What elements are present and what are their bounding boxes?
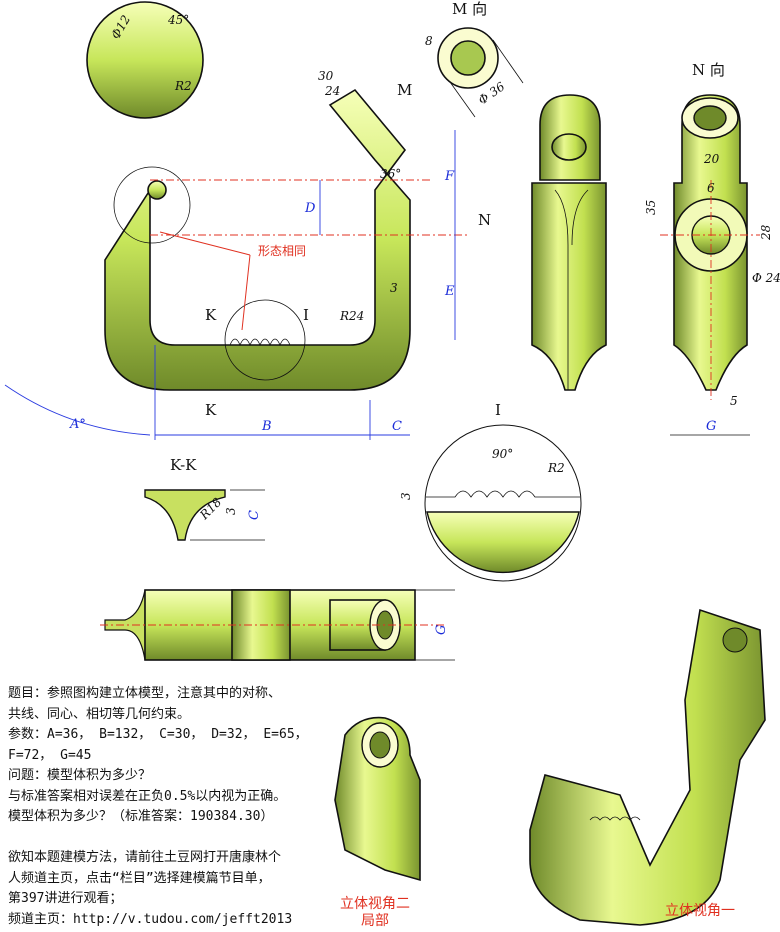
kk-section-title: K-K — [170, 456, 197, 474]
dim-24: 24 — [324, 84, 340, 98]
m-view-title: M 向 — [452, 0, 487, 18]
desc-line: 共线、同心、相切等几何约束。 — [8, 706, 191, 722]
detail-i-mark: I — [303, 306, 309, 324]
dim-3-detail: 3 — [399, 492, 413, 500]
dim-30: 30 — [318, 69, 334, 83]
desc-line: 题目：参照图构建立体模型，注意其中的对称、 — [8, 686, 282, 701]
dim-20: 20 — [703, 152, 720, 166]
dim-28: 28 — [759, 224, 773, 241]
dim-c: C — [392, 419, 402, 434]
n-arrow-label: N — [478, 211, 491, 229]
m-arrow-label: M — [397, 81, 412, 99]
dim-angle36: 36° — [380, 167, 401, 181]
dim-a: A° — [69, 417, 86, 432]
problem-description: 题目：参照图构建立体模型，注意其中的对称、 共线、同心、相切等几何约束。 参数：… — [8, 684, 338, 930]
dim-6: 6 — [707, 181, 715, 195]
3d-view-partial — [334, 716, 421, 882]
caption-view2: 立体视角二 — [340, 896, 410, 912]
dim-angle90: 90° — [492, 447, 513, 461]
dim-8: 8 — [425, 34, 433, 48]
caption-3d-view-2: 立体视角二 局部 — [330, 896, 420, 930]
3d-view-main — [529, 608, 766, 926]
detail-i-view: I 90° R2 3 — [399, 401, 582, 582]
desc-line: 与标准答案相对误差在正负0.5%以内视为正确。 — [8, 788, 287, 804]
k-section-mark-top: K — [205, 306, 217, 324]
desc-line: 第397讲进行观看； — [8, 891, 123, 906]
dim-3-kk: 3 — [224, 507, 238, 515]
caption-3d-view-1: 立体视角一 — [665, 903, 735, 919]
bottom-view: G — [100, 589, 455, 661]
desc-line: 欲知本题建模方法，请前往土豆网打开唐康林个 — [8, 850, 282, 865]
caption-view2-sub: 局部 — [361, 913, 389, 929]
detail-i-title: I — [495, 401, 501, 419]
main-front-view: Φ12 45° R2 30 24 M 36° N R24 3 K K I 形态相… — [4, 1, 491, 440]
dim-angle45: 45° — [167, 13, 189, 27]
dim-r2-detail: R2 — [547, 461, 565, 475]
dim-r2: R2 — [174, 79, 192, 93]
side-view — [531, 94, 607, 391]
dim-r24: R24 — [339, 309, 364, 323]
dim-3: 3 — [390, 281, 398, 295]
m-view: M 向 8 Φ 36 — [425, 0, 524, 118]
same-shape-note: 形态相同 — [258, 244, 306, 258]
dim-c-kk: C — [247, 510, 262, 520]
desc-line: 人频道主页，点击“栏目”选择建模篇节目单， — [8, 870, 271, 886]
desc-params: 参数：A=36， B=132， C=30， D=32， E=65， — [8, 727, 308, 742]
dim-f: F — [444, 169, 455, 184]
n-view: N 向 20 6 35 28 Φ 24 5 G — [644, 61, 780, 436]
desc-answer: 模型体积为多少？（标准答案：190384.30） — [8, 809, 274, 824]
desc-blank — [8, 828, 338, 849]
dim-35: 35 — [644, 200, 658, 215]
dim-b: B — [261, 419, 272, 434]
k-section-mark-bottom: K — [205, 401, 217, 419]
desc-url: 频道主页：http://v.tudou.com/jefft2013 — [8, 911, 293, 927]
n-view-title: N 向 — [692, 61, 725, 79]
desc-params: F=72， G=45 — [8, 747, 92, 763]
dim-dia24: Φ 24 — [752, 271, 780, 285]
dim-g-bottom: G — [434, 625, 449, 635]
dim-d: D — [304, 201, 316, 216]
dim-5: 5 — [730, 394, 738, 408]
dim-e: E — [444, 284, 455, 299]
dim-g: G — [706, 419, 716, 434]
desc-question: 问题：模型体积为多少？ — [8, 768, 152, 783]
kk-section-view: K-K R18 3 C — [144, 456, 265, 541]
